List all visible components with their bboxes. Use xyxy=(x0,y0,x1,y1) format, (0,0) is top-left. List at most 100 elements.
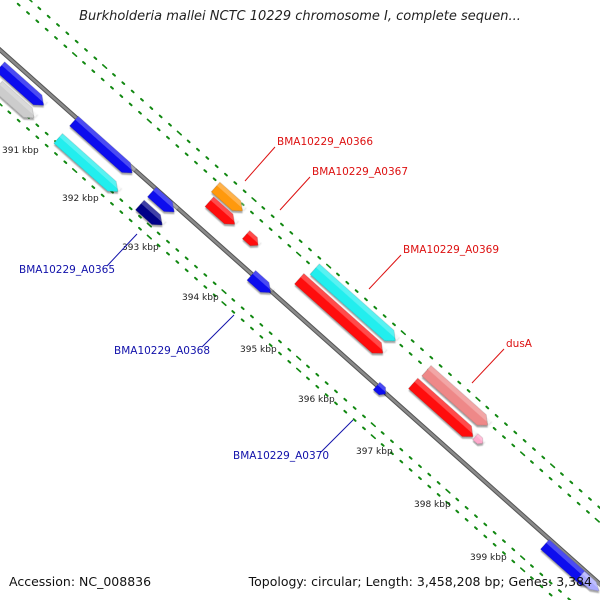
tick-dot xyxy=(121,81,126,85)
gene-label[interactable]: BMA10229_A0366 xyxy=(277,136,373,148)
tick-dot xyxy=(362,426,366,431)
tick-dot xyxy=(464,505,469,510)
gene-label-layer: BMA10229_A0366BMA10229_A0367BMA10229_A03… xyxy=(19,136,533,462)
tick-dot xyxy=(567,493,572,498)
tick-dot xyxy=(390,439,394,444)
tick-dot xyxy=(352,406,357,410)
gene-label-leader xyxy=(201,314,235,348)
tick-dot xyxy=(175,248,180,252)
tick-dot xyxy=(541,455,546,460)
gene-label[interactable]: BMA10229_A0367 xyxy=(312,166,408,178)
tick-dot xyxy=(54,152,58,156)
tick-rail xyxy=(16,2,600,523)
gene-label[interactable]: BMA10229_A0369 xyxy=(403,244,499,256)
gene-label[interactable]: BMA10229_A0370 xyxy=(233,450,329,462)
tick-dot xyxy=(54,36,58,40)
tick-dot xyxy=(464,517,469,522)
tick-dot xyxy=(548,580,553,585)
tick-dot xyxy=(436,493,441,497)
tick-dot xyxy=(474,514,478,518)
gene-feature-navy[interactable] xyxy=(135,199,167,230)
gene-feature-red[interactable] xyxy=(241,230,262,250)
tick-dot xyxy=(410,339,415,343)
tick-dot xyxy=(259,335,264,339)
gene-feature-blue[interactable] xyxy=(0,61,48,110)
tick-dot xyxy=(101,64,108,69)
tick-dot xyxy=(502,539,506,543)
tick-dot xyxy=(166,135,170,140)
tick-dot xyxy=(295,367,302,373)
tick-dot xyxy=(156,243,161,248)
tick-dot xyxy=(242,189,247,194)
tick-dot xyxy=(35,123,40,128)
gene-label-leader xyxy=(368,254,402,290)
map-title: Burkholderia mallei NCTC 10229 chromosom… xyxy=(79,9,521,24)
tick-dot xyxy=(175,260,180,264)
tick-dot xyxy=(483,522,488,527)
gene-feature-red[interactable] xyxy=(408,377,478,442)
tick-dot xyxy=(418,476,422,481)
gene-feature-red[interactable] xyxy=(204,196,240,229)
gene-label[interactable]: BMA10229_A0368 xyxy=(114,345,210,357)
tick-dot xyxy=(511,443,516,448)
gene-feature-blue[interactable] xyxy=(147,186,179,217)
gene-feature-cyan[interactable] xyxy=(309,263,400,346)
gene-feature-orange[interactable] xyxy=(210,181,247,216)
tick-dot xyxy=(455,497,460,502)
tick-dot xyxy=(250,314,254,319)
gene-feature-blue[interactable] xyxy=(69,115,137,178)
gene-feature-red[interactable] xyxy=(294,273,388,359)
tick-dot xyxy=(408,468,413,472)
tick-dot xyxy=(44,131,49,136)
tick-dot xyxy=(168,122,172,127)
tick-dot xyxy=(399,459,404,464)
tick-dot xyxy=(128,218,133,223)
tick-dot xyxy=(82,177,86,181)
tick-dot xyxy=(295,355,302,361)
tick-dot xyxy=(250,210,254,215)
tick-dot xyxy=(522,438,527,443)
tick-dot xyxy=(530,460,534,464)
tick-dot xyxy=(268,343,273,348)
tick-dot xyxy=(399,447,404,452)
tick-dot xyxy=(46,14,51,19)
tick-dot xyxy=(548,592,553,597)
tick-dot xyxy=(184,256,189,261)
tick-dot xyxy=(427,472,432,477)
tick-dot xyxy=(306,260,310,265)
gene-label[interactable]: BMA10229_A0365 xyxy=(19,264,115,276)
gene-feature-blue[interactable] xyxy=(246,270,276,297)
topology-summary: Topology: circular; Length: 3,458,208 bp… xyxy=(248,574,592,589)
tick-dot xyxy=(448,372,452,377)
tick-dot xyxy=(569,480,574,485)
tick-dot xyxy=(184,268,189,273)
gene-feature-cyan[interactable] xyxy=(53,133,123,197)
tick-dot xyxy=(457,380,462,385)
gene-feature-pink[interactable] xyxy=(421,365,493,430)
tick-dot xyxy=(390,451,394,456)
tick-dot xyxy=(26,127,30,131)
gene-feature-pink-small[interactable] xyxy=(472,433,486,447)
tick-dot xyxy=(119,198,124,202)
tick-dot xyxy=(71,52,78,57)
gene-label-leader xyxy=(279,176,311,211)
gene-feature-lightblue[interactable] xyxy=(577,570,600,594)
tick-dot xyxy=(240,318,245,323)
tick-dot xyxy=(44,143,49,148)
tick-dot xyxy=(504,422,508,426)
tick-dot xyxy=(502,435,506,439)
tick-dot xyxy=(287,359,292,364)
gene-feature-gray[interactable] xyxy=(0,80,39,123)
tick-dot xyxy=(35,135,40,140)
tick-dot xyxy=(268,227,273,232)
tick-dot xyxy=(26,11,30,15)
tick-dot xyxy=(100,193,105,198)
tick-label: 397 kbp xyxy=(356,447,393,457)
gene-feature-blue[interactable] xyxy=(372,381,389,397)
gene-label[interactable]: dusA xyxy=(506,338,533,350)
tick-dot xyxy=(100,77,105,82)
tick-dot xyxy=(287,243,292,248)
tick-dot xyxy=(519,451,526,457)
